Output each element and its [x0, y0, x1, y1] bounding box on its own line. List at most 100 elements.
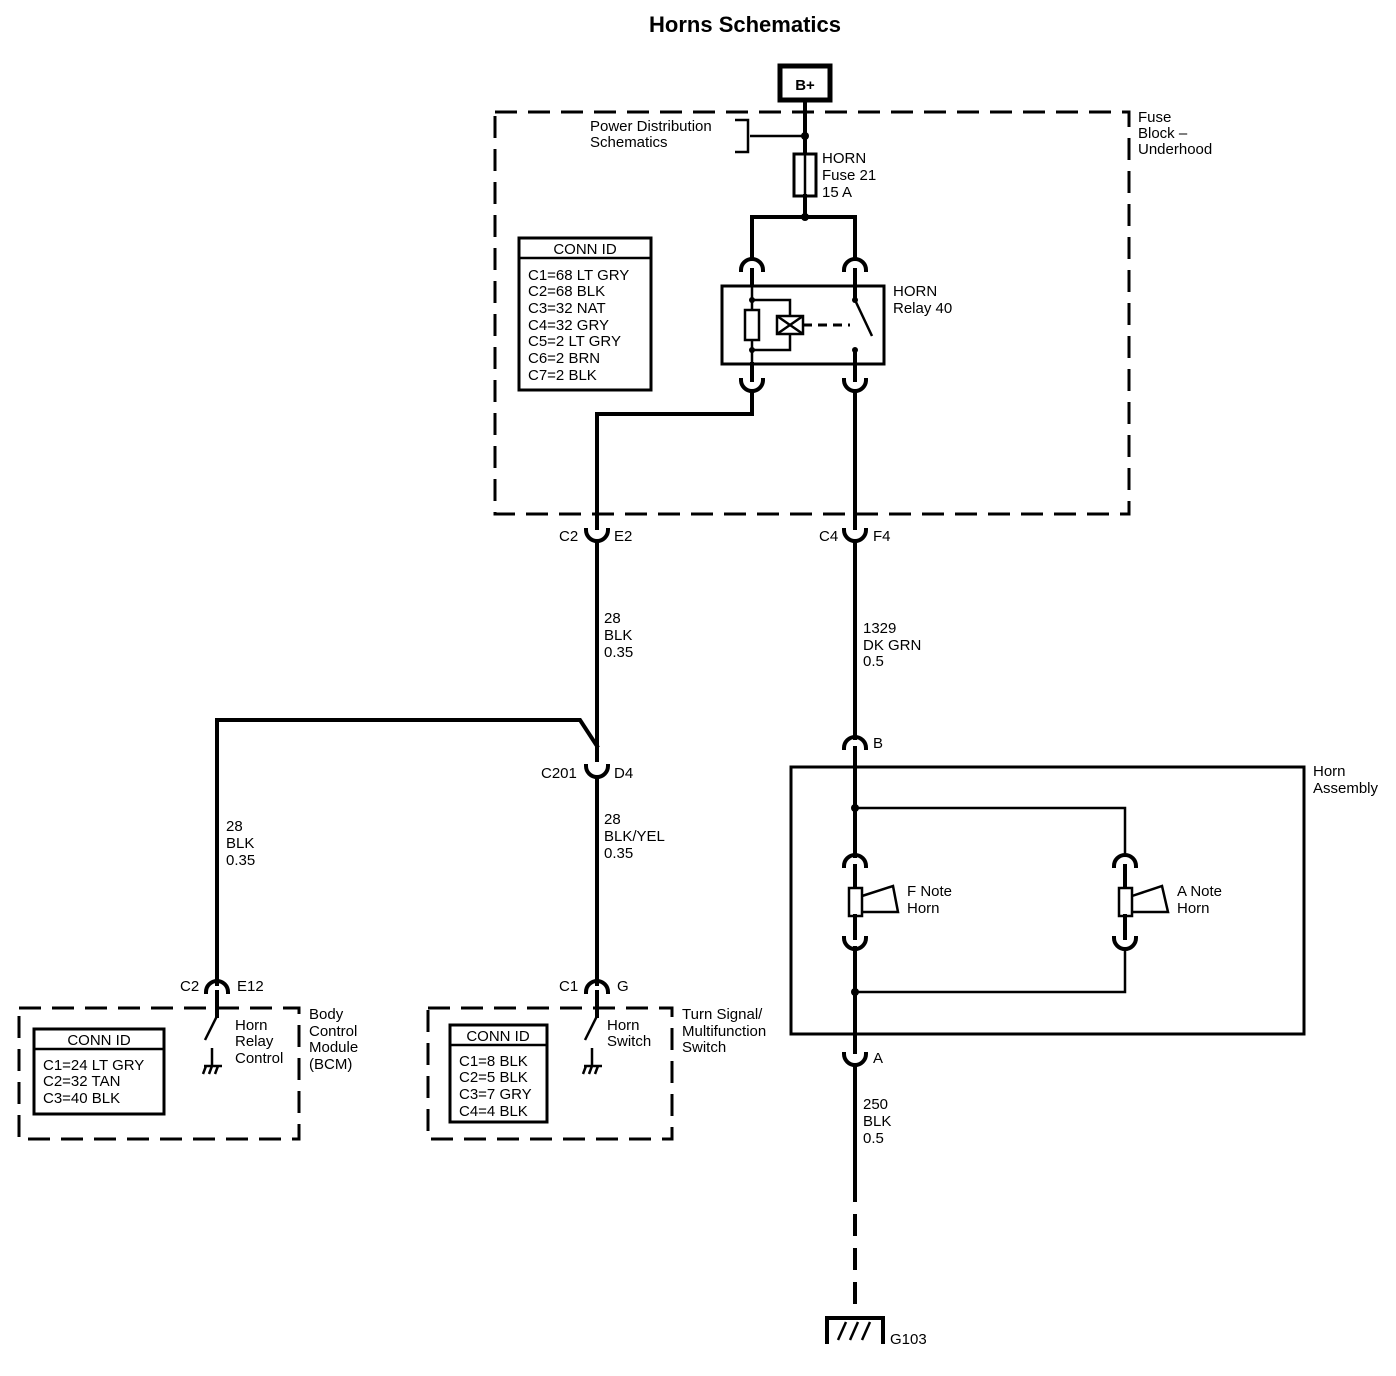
wire-250-color: BLK — [863, 1113, 891, 1130]
wire-relay-feed — [750, 215, 857, 260]
horn-switch-contact — [583, 1015, 599, 1041]
horn-assembly-box — [789, 765, 1306, 1036]
a-note-horn-label-1: A Note — [1177, 883, 1222, 900]
f-note-horn-label-1: F Note — [907, 883, 952, 900]
bcm-switch-label-1: Horn — [235, 1017, 268, 1034]
connector-horn-a-label: A — [873, 1050, 883, 1067]
relay-coil-resistor-icon — [743, 308, 761, 342]
connector-f4-label: F4 — [873, 528, 891, 545]
wire-1329-color: DK GRN — [863, 637, 921, 654]
a-note-horn — [1111, 853, 1170, 951]
tsm-switch-label-1: Horn — [607, 1017, 640, 1034]
connector-horn-a — [841, 1051, 869, 1067]
wire-a-note-feed — [855, 806, 1127, 856]
bcm-ground-icon — [201, 1064, 222, 1075]
bcm-conn-row: C2=32 TAN — [43, 1073, 120, 1090]
fuse-block-boundary — [493, 110, 1131, 516]
bcm-conn-row: C3=40 BLK — [43, 1090, 120, 1107]
bcm-horn-relay-switch — [203, 1015, 219, 1041]
a-note-horn-label-2: Horn — [1177, 900, 1210, 917]
bcm-switch-label-2: Relay — [235, 1033, 274, 1050]
bcm-label-1: Body — [309, 1006, 344, 1023]
fuse-label-1: HORN — [822, 150, 866, 167]
battery-label: B+ — [795, 77, 815, 94]
connector-c4-label: C4 — [819, 528, 838, 545]
diagram-title: Horns Schematics — [649, 12, 841, 37]
horn-relay — [720, 257, 886, 393]
wire-28-blk-yel-size: 0.35 — [604, 845, 633, 862]
connector-tsm-c1-label: C1 — [559, 978, 578, 995]
relay-label-1: HORN — [893, 283, 937, 300]
connector-bcm-c2-label: C2 — [180, 978, 199, 995]
tsm-label-1: Turn Signal/ — [682, 1006, 763, 1023]
fuse-label-3: 15 A — [822, 184, 852, 201]
fuse-block-conn-row: C5=2 LT GRY — [528, 333, 621, 350]
relay-label-2: Relay 40 — [893, 300, 952, 317]
wire-28-blk-bcm-color: BLK — [226, 835, 254, 852]
bcm-label-4: (BCM) — [309, 1056, 352, 1073]
fuse-label-2: Fuse 21 — [822, 167, 876, 184]
fuse-block-conn-row: C6=2 BRN — [528, 350, 600, 367]
fuse-block-conn-header: CONN ID — [553, 241, 617, 258]
connector-c4-f4 — [841, 527, 869, 543]
f-note-horn-icon — [847, 886, 864, 918]
wire-28-blk-number: 28 — [604, 610, 621, 627]
tsm-label-3: Switch — [682, 1039, 726, 1056]
wire-28-blk-color: BLK — [604, 627, 632, 644]
tsm-label-2: Multifunction — [682, 1023, 766, 1040]
turn-signal-switch-boundary — [426, 1006, 674, 1141]
wire-relay-coil-out — [595, 390, 754, 530]
connector-e2-label: E2 — [614, 528, 632, 545]
connector-c2-e2 — [583, 527, 611, 543]
power-distribution-bracket — [735, 118, 750, 154]
bcm-label-3: Module — [309, 1039, 358, 1056]
connector-d4-label: D4 — [614, 765, 633, 782]
fuse-block-conn-row: C1=68 LT GRY — [528, 267, 629, 284]
wire-28-blk-bcm-size: 0.35 — [226, 852, 255, 869]
horn-assembly-label-1: Horn — [1313, 763, 1346, 780]
fuse-block-conn-row: C7=2 BLK — [528, 367, 597, 384]
tsm-conn-row: C3=7 GRY — [459, 1086, 532, 1103]
wire-250-size: 0.5 — [863, 1130, 884, 1147]
connector-tsm-c1-g — [583, 979, 611, 995]
bcm-conn-header: CONN ID — [67, 1032, 131, 1049]
connector-horn-b — [841, 735, 869, 751]
connector-e12-label: E12 — [237, 978, 264, 995]
wire-250-number: 250 — [863, 1096, 888, 1113]
connector-c2-label: C2 — [559, 528, 578, 545]
f-note-horn-label-2: Horn — [907, 900, 940, 917]
fuse-block-label-2: Block – — [1138, 125, 1188, 142]
fuse-block-conn-row: C3=32 NAT — [528, 300, 606, 317]
bcm-label-2: Control — [309, 1023, 357, 1040]
connector-g-label: G — [617, 978, 629, 995]
connector-horn-b-label: B — [873, 735, 883, 752]
bcm-switch-label-3: Control — [235, 1050, 283, 1067]
bcm-conn-table: CONN ID C1=24 LT GRY C2=32 TAN C3=40 BLK — [32, 1027, 166, 1116]
wire-28-blk-bcm — [215, 718, 600, 986]
tsm-switch-label-2: Switch — [607, 1033, 651, 1050]
tsm-conn-row: C1=8 BLK — [459, 1053, 528, 1070]
tsm-conn-row: C4=4 BLK — [459, 1103, 528, 1120]
connector-c201-d4 — [583, 763, 611, 779]
fuse-block-label-1: Fuse — [1138, 109, 1171, 126]
ground-g103-icon — [825, 1316, 885, 1344]
wire-a-note-return — [855, 948, 1127, 994]
tsm-conn-table: CONN ID C1=8 BLK C2=5 BLK C3=7 GRY C4=4 … — [448, 1023, 549, 1124]
relay-pin-coil-top — [738, 257, 766, 273]
wire-28-blk-bcm-number: 28 — [226, 818, 243, 835]
wire-1329-number: 1329 — [863, 620, 896, 637]
fuse-block-label-3: Underhood — [1138, 141, 1212, 158]
relay-switch-contact — [853, 299, 874, 337]
connector-bcm-c2-e12 — [203, 979, 231, 995]
tsm-conn-row: C2=5 BLK — [459, 1069, 528, 1086]
power-distribution-label-2: Schematics — [590, 134, 668, 151]
f-note-horn — [841, 853, 900, 951]
wire-28-blk-yel-color: BLK/YEL — [604, 828, 665, 845]
tsm-conn-header: CONN ID — [466, 1028, 530, 1045]
wire-1329-size: 0.5 — [863, 653, 884, 670]
relay-pin-switch-top — [841, 257, 869, 273]
connector-c201-label: C201 — [541, 765, 577, 782]
battery-terminal: B+ — [777, 63, 833, 103]
fuse-block-conn-row: C2=68 BLK — [528, 283, 605, 300]
